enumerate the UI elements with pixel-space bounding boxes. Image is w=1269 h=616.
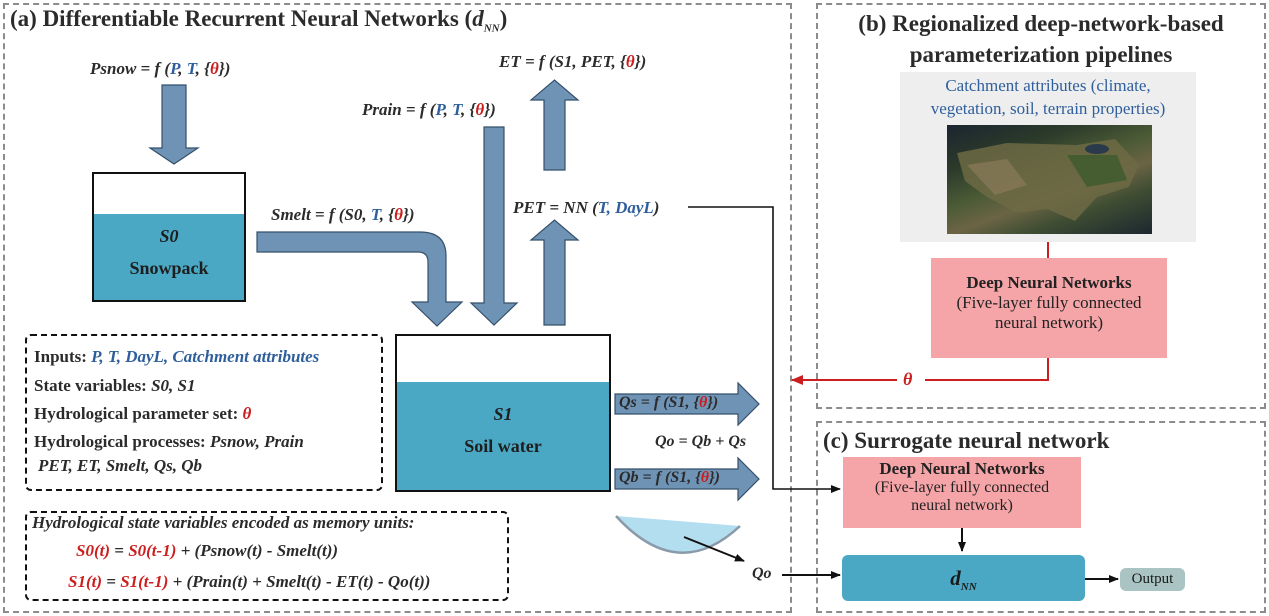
theta-label: θ	[903, 369, 913, 389]
qo-label: Qo	[752, 565, 772, 582]
theta-line	[925, 358, 1049, 381]
outlet-bowl	[616, 516, 740, 553]
legend-box	[25, 334, 383, 491]
dnn-box-c: Deep Neural Networks (Five-layer fully c…	[843, 457, 1081, 528]
output-node: Output	[1120, 568, 1185, 591]
memory-eq-s1: S1(t) = S1(t-1) + (Prain(t) + Smelt(t) -…	[68, 572, 431, 591]
legend-inputs: Inputs: P, T, DayL, Catchment attributes	[34, 347, 320, 366]
dnn-b-title: Deep Neural Networks	[966, 273, 1132, 292]
memory-title: Hydrological state variables encoded as …	[32, 513, 415, 532]
qo-sum-equation: Qo = Qb + Qs	[655, 433, 747, 450]
pet-arrow	[529, 219, 580, 326]
psnow-arrow	[148, 84, 200, 165]
pet-to-surrogate-line	[688, 206, 841, 493]
smelt-equation: Smelt = f (S0, T, {θ})	[271, 205, 415, 224]
catchment-attributes-text: Catchment attributes (climate, vegetatio…	[930, 76, 1166, 118]
soil-label: Soil water	[464, 436, 542, 456]
memory-box	[25, 511, 509, 601]
qb-arrow	[614, 456, 760, 502]
pet-equation: PET = NN (T, DayL)	[513, 198, 660, 217]
dnn-surrogate-node: dNN	[842, 555, 1085, 601]
panel-c-title: (c) Surrogate neural network	[823, 428, 1110, 453]
qb-equation: Qb = f (S1, {θ})	[619, 469, 721, 486]
legend-state: State variables: S0, S1	[34, 376, 196, 395]
panel-a-title: (a) Differentiable Recurrent Neural Netw…	[10, 6, 508, 35]
panel-b-title: (b) Regionalized deep-network-based para…	[858, 11, 1224, 67]
memory-eq-s0: S0(t) = S0(t-1) + (Psnow(t) - Smelt(t))	[76, 541, 339, 560]
legend-param: Hydrological parameter set: θ	[34, 404, 252, 423]
dnn-c-title: Deep Neural Networks	[879, 459, 1045, 478]
psnow-equation: Psnow = f (P, T, {θ})	[90, 59, 231, 78]
prain-equation: Prain = f (P, T, {θ})	[362, 100, 496, 119]
panel-a	[3, 3, 792, 613]
et-equation: ET = f (S1, PET, {θ})	[499, 52, 647, 71]
soil-water-tank: S1 Soil water	[395, 334, 611, 492]
dnn-c-line1: (Five-layer fully connected	[874, 479, 1050, 496]
prain-arrow	[469, 126, 519, 326]
snowpack-label: Snowpack	[129, 258, 209, 278]
legend-processes-cont: PET, ET, Smelt, Qs, Qb	[38, 456, 203, 475]
panel-b	[816, 3, 1266, 409]
smelt-arrow	[256, 231, 464, 327]
et-arrow	[529, 79, 580, 171]
dnn-b-line1: (Five-layer fully connected	[956, 293, 1142, 312]
legend-processes: Hydrological processes: Psnow, Prain	[34, 432, 304, 451]
snowpack-state: S0	[159, 226, 179, 246]
dnn-box-b: Deep Neural Networks (Five-layer fully c…	[931, 258, 1167, 358]
dnn-c-line2: neural network)	[911, 497, 1013, 514]
dnn-b-line2: neural network)	[994, 313, 1104, 332]
panel-c	[816, 421, 1266, 613]
us-satellite-map	[947, 125, 1152, 234]
soil-state: S1	[493, 404, 513, 424]
qs-equation: Qs = f (S1, {θ})	[619, 394, 719, 411]
snowpack-tank: S0 Snowpack	[92, 172, 246, 302]
qs-arrow	[614, 381, 760, 427]
